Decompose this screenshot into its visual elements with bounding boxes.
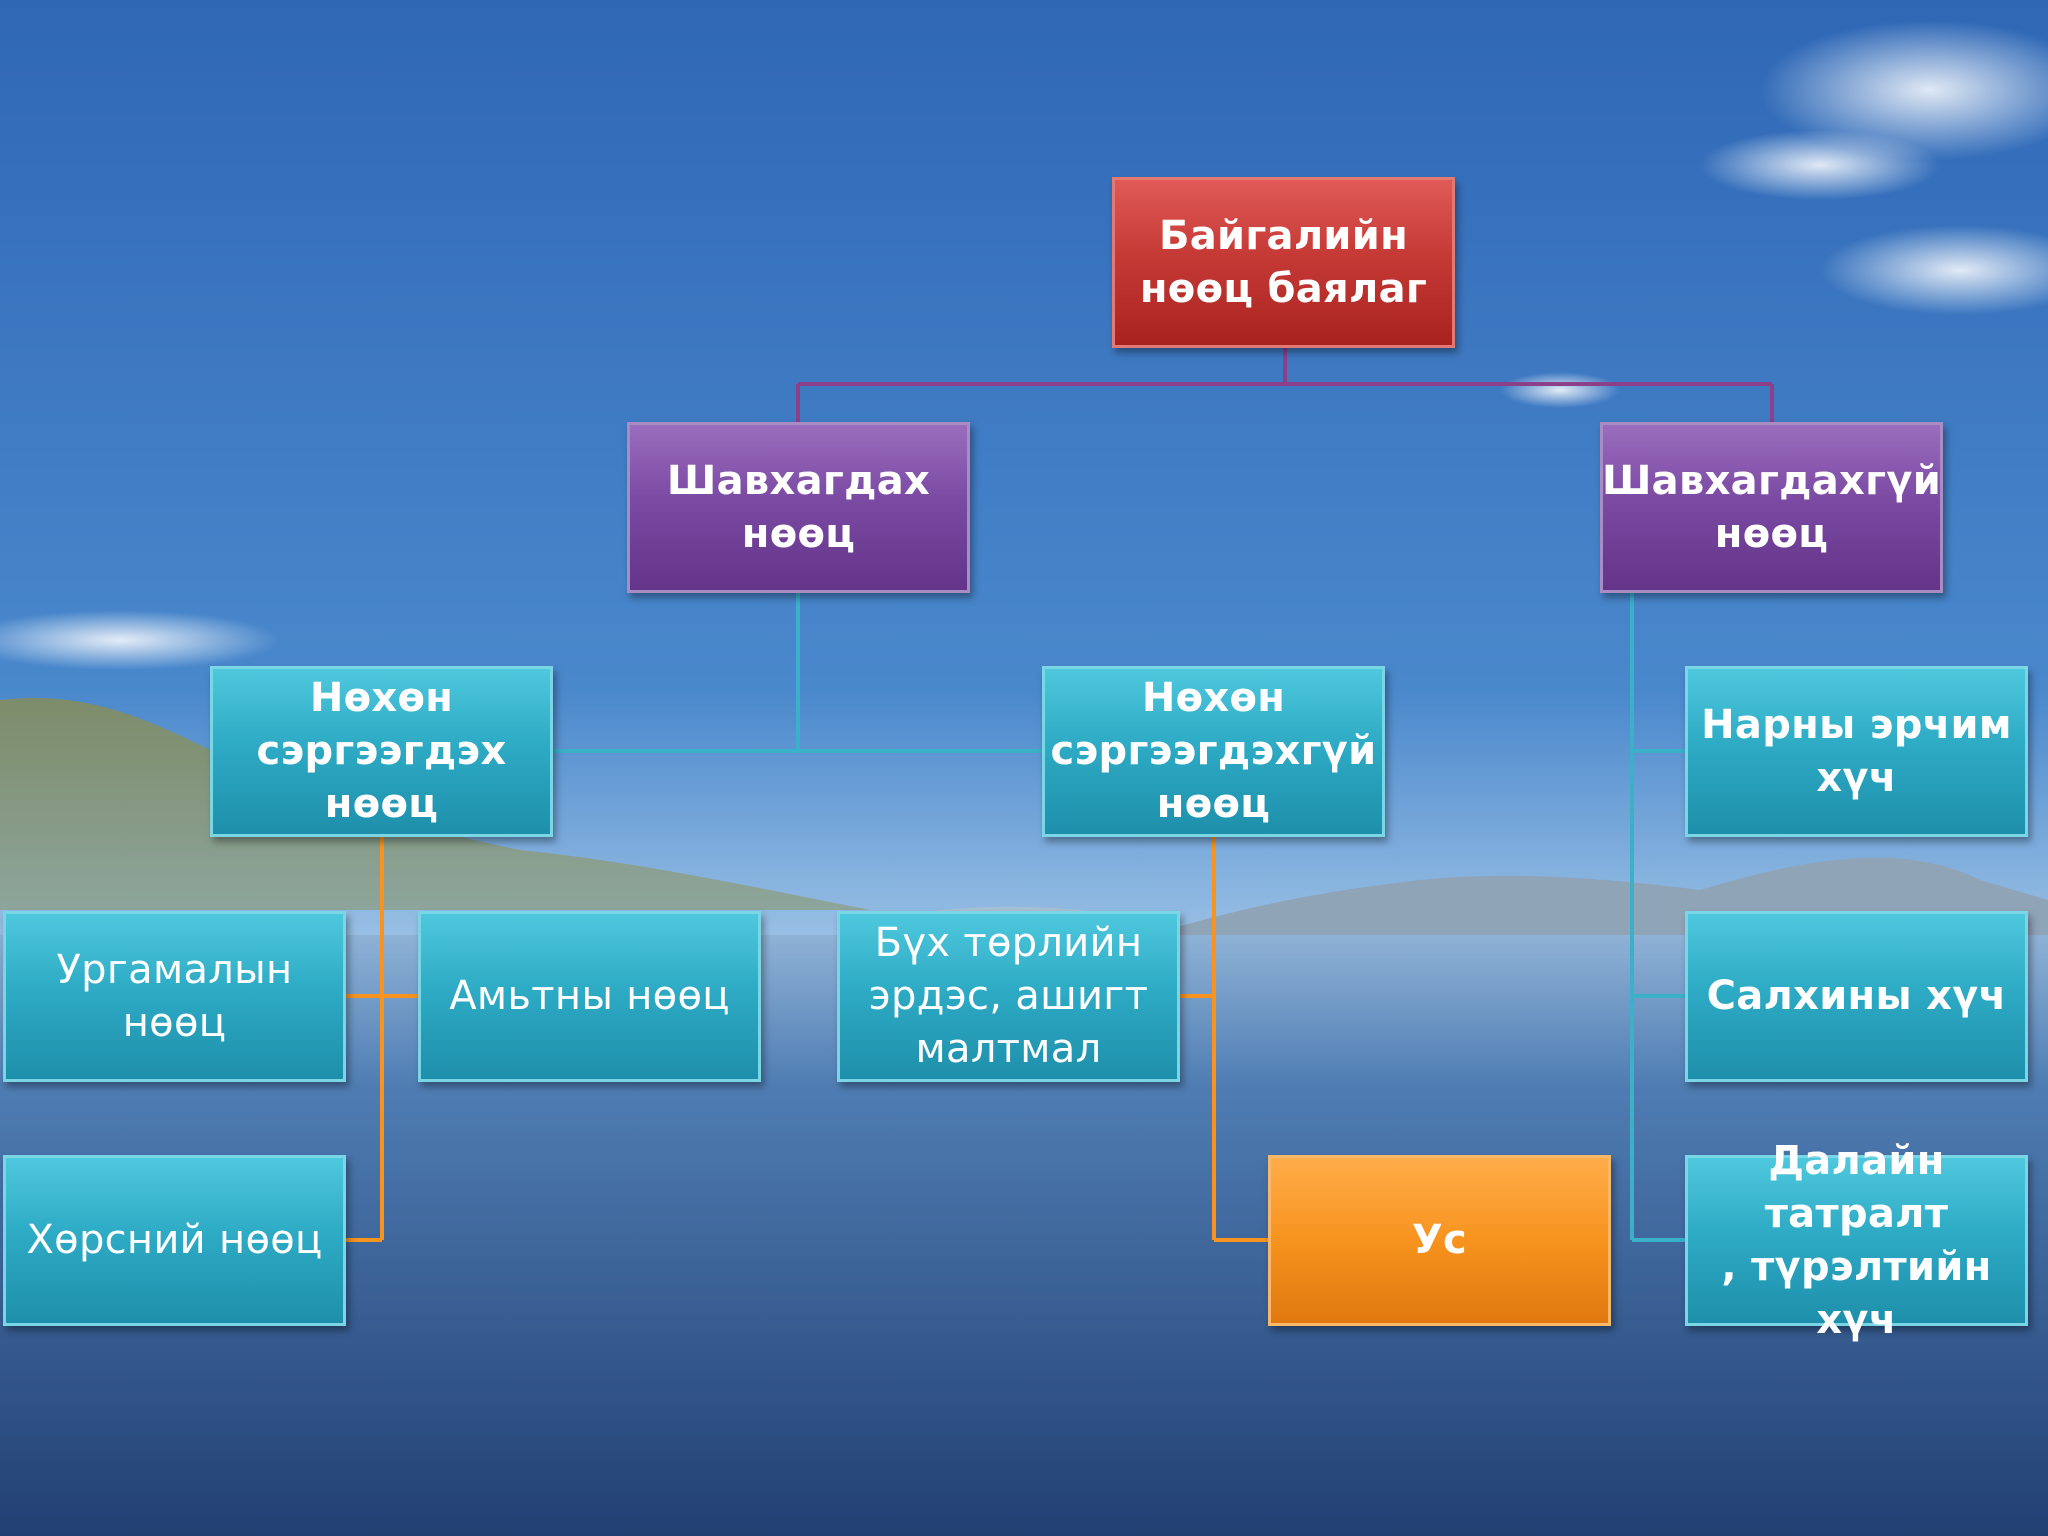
node-natural-resources: Байгалийн нөөц баялаг	[1112, 177, 1455, 348]
node-nonexhaustible-resources: Шавхагдахгүй нөөц	[1600, 422, 1943, 593]
node-water: Ус	[1268, 1155, 1611, 1326]
node-renewable-resources: Нөхөн сэргээгдэх нөөц	[210, 666, 553, 837]
node-plant-resources: Ургамалын нөөц	[3, 911, 346, 1082]
node-nonrenewable-resources: Нөхөн сэргээгдэхгүй нөөц	[1042, 666, 1385, 837]
node-solar-energy: Нарны эрчим хүч	[1685, 666, 2028, 837]
node-soil-resources: Хөрсний нөөц	[3, 1155, 346, 1326]
node-tidal-power: Далайн татралт , түрэлтийн хүч	[1685, 1138, 2028, 1343]
node-animal-resources: Амьтны нөөц	[418, 911, 761, 1082]
node-wind-power: Салхины хүч	[1685, 911, 2028, 1082]
node-minerals: Бүх төрлийн эрдэс, ашигт малтмал	[837, 911, 1180, 1082]
node-exhaustible-resources: Шавхагдах нөөц	[627, 422, 970, 593]
